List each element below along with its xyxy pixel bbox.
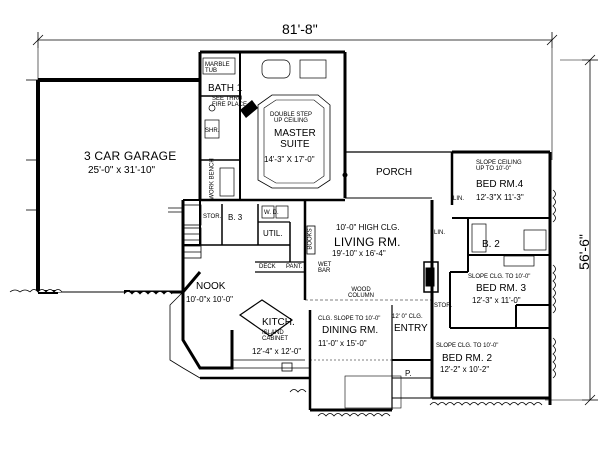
dining-name: DINING RM.: [322, 325, 379, 336]
bed3-name: BED RM. 3: [476, 283, 527, 294]
living-name: LIVING RM.: [334, 235, 401, 249]
kitchen-name: KITCH.: [262, 317, 295, 328]
kitchen-island: [238, 299, 294, 337]
books-shelf: [306, 225, 316, 255]
books-label: BOOKS: [307, 228, 314, 250]
shr-label: SHR.: [205, 128, 220, 134]
porch-label: PORCH: [376, 167, 413, 178]
front-walkway: [344, 375, 402, 409]
entry-ceiling-note: 12' 0" CLG.: [392, 314, 423, 320]
kitchen-counters: [232, 359, 310, 372]
wet-bar-label: WET BAR: [318, 262, 332, 274]
util-label: UTIL.: [263, 229, 283, 238]
garage-size: 25'-0" x 31'-10": [88, 165, 156, 176]
bath2-fixtures: [471, 223, 547, 267]
front-shrubs: [289, 389, 391, 417]
deck-label: DECK: [259, 264, 276, 270]
bed3-ceiling-note: SLOPE CLG. TO 10'-0": [468, 274, 531, 280]
master-name: MASTER SUITE: [274, 128, 316, 150]
bed2-ceiling-note: SLOPE CLG. TO 10'-0": [436, 343, 499, 349]
pant-label: PANT.: [286, 264, 303, 270]
bed2-size: 12'-2" x 10'-2": [440, 365, 490, 374]
bath1-name: BATH 1: [208, 83, 243, 94]
bed4-ceiling-note: SLOPE CEILING UP TO 10'-0": [476, 160, 522, 172]
living-fireplace: [423, 261, 439, 293]
nook-name: NOOK: [196, 281, 226, 292]
kitchen-island-label: ISLAND CABINET: [262, 330, 289, 342]
garage-outer-stubs: [26, 79, 38, 211]
nook-size: 10'-0"x 10'-0": [186, 295, 233, 304]
bed2-name: BED RM. 2: [442, 353, 493, 364]
overall-width-dimension-line: [32, 32, 558, 48]
dining-size: 11'-0" x 15'-0": [318, 339, 367, 348]
lin2-label: LIN.: [434, 230, 446, 236]
wd-label: W. D.: [264, 210, 279, 216]
dining-ceiling-note: CLG. SLOPE TO 10'-0": [318, 316, 381, 322]
entry-name: ENTRY: [394, 323, 428, 334]
bed3-size: 12'-3" x 11'-0": [472, 296, 521, 305]
overall-width-label: 81'-8": [282, 21, 318, 37]
stor2-label: STOR.: [434, 303, 453, 309]
living-ceiling-note: 10'-0" HIGH CLG.: [336, 223, 400, 232]
living-size: 19'-10" x 16'-4": [332, 249, 386, 258]
garage-walls: [36, 78, 202, 294]
garage-name: 3 CAR GARAGE: [84, 149, 177, 163]
b3-label: B. 3: [228, 213, 243, 222]
see-thru-fireplace: [240, 100, 258, 118]
marble-tub-label: MARBLE TUB: [205, 62, 230, 74]
bed4-name: BED RM.4: [476, 179, 524, 190]
bath1-fixtures: [202, 57, 327, 197]
entry-and-porch-stoop: [310, 359, 433, 399]
stair-stor-block: [168, 204, 202, 259]
washer-dryer: [261, 205, 289, 219]
wood-column-label: WOOD COLUMN: [348, 287, 375, 299]
stor1-label: STOR.: [203, 214, 222, 220]
garage-front-shrubs: [9, 289, 173, 295]
bedroom-east-shrubs: [429, 189, 556, 406]
master-size: 14'-3" X 17'-0": [264, 155, 315, 164]
master-ceiling-note: DOUBLE STEP UP CEILING: [270, 112, 313, 124]
lin1-label: LIN.: [453, 196, 465, 202]
b2-label: B. 2: [482, 239, 500, 250]
bath1-note: SEE THRU FIRE PLACE: [212, 96, 248, 108]
overall-depth-label: 56'-6": [575, 234, 592, 270]
nook-bay-window: [181, 271, 234, 370]
porch-walls: [342, 151, 452, 199]
kitchen-size: 12'-4" x 12'-0": [252, 347, 302, 356]
p-label: P.: [405, 369, 412, 378]
overall-depth-dimension-line: [582, 54, 598, 406]
work-bench-label: WORK BENCH: [209, 158, 216, 200]
bed4-size: 12'-3"X 11'-3": [476, 193, 524, 202]
